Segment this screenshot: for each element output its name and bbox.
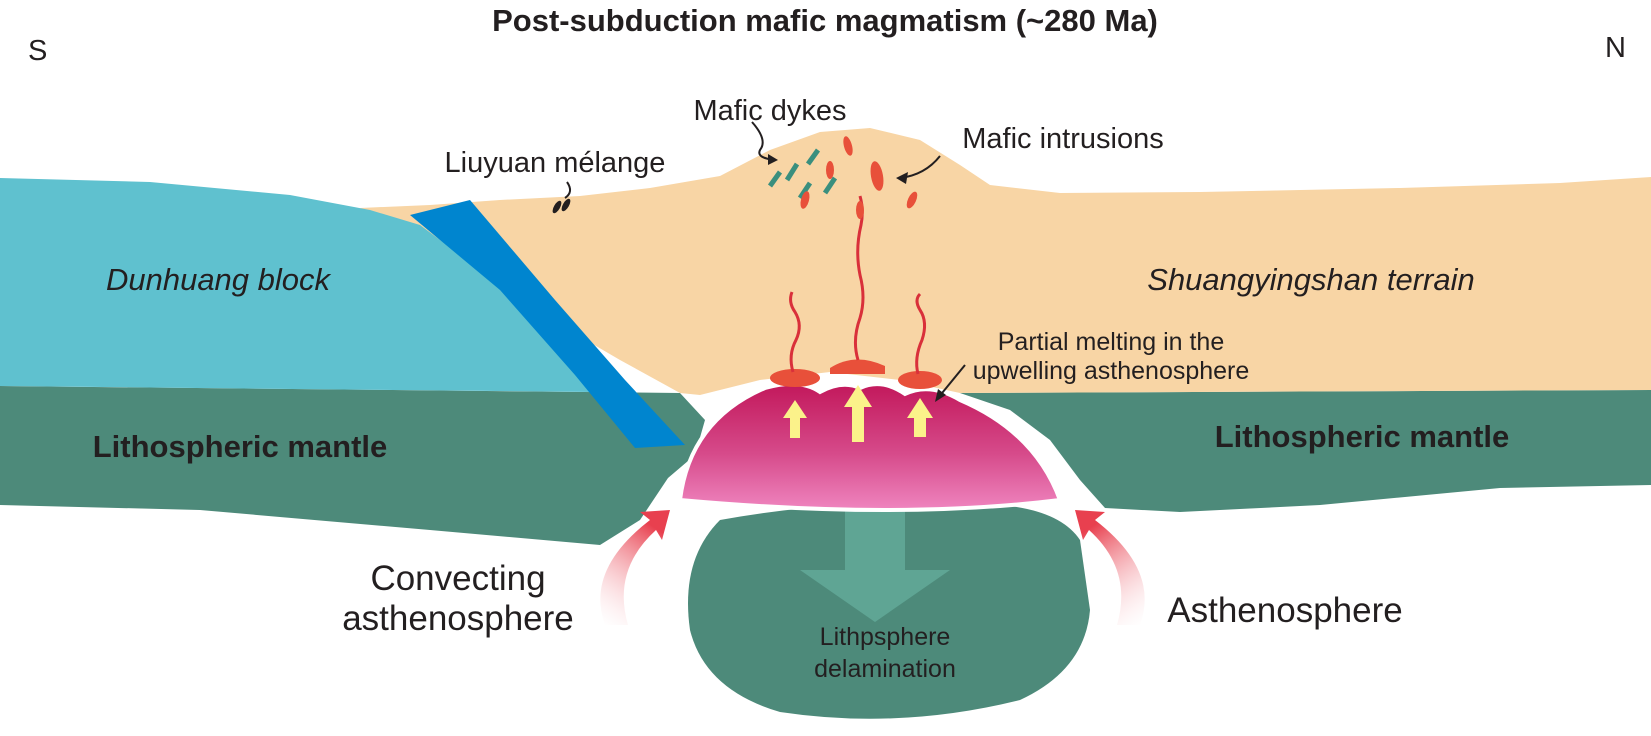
mafic-dykes-leader-arrowhead bbox=[768, 154, 778, 165]
melt-channel-left bbox=[789, 291, 801, 373]
melt-arrow-right bbox=[907, 398, 933, 437]
melt-pocket-center bbox=[830, 359, 885, 374]
label-dunhuang-block: Dunhuang block bbox=[106, 262, 332, 297]
shuangyingshan-terrain bbox=[360, 128, 1651, 395]
direction-south: S bbox=[28, 35, 47, 67]
melt-arrow-center bbox=[844, 385, 872, 442]
convection-arrow-right bbox=[1075, 510, 1145, 625]
lithospheric-mantle-right bbox=[960, 390, 1651, 512]
label-lithospheric-mantle-left: Lithospheric mantle bbox=[93, 429, 388, 464]
mafic-dykes bbox=[767, 148, 838, 200]
dunhuang-block bbox=[0, 178, 590, 392]
label-convecting-line2: asthenosphere bbox=[342, 599, 574, 638]
label-asthenosphere: Asthenosphere bbox=[1167, 591, 1402, 630]
mafic-dykes-leader bbox=[751, 121, 776, 161]
label-partial-melting-line1: Partial melting in the bbox=[998, 328, 1225, 356]
upwelling-asthenosphere bbox=[677, 381, 1063, 512]
mafic-intrusions-leader-arrowhead bbox=[896, 172, 908, 184]
label-lithospheric-mantle-right: Lithospheric mantle bbox=[1215, 419, 1510, 454]
liuyuan-melange-leader bbox=[564, 181, 571, 199]
label-mafic-intrusions: Mafic intrusions bbox=[962, 123, 1163, 155]
label-mafic-dykes: Mafic dykes bbox=[693, 95, 846, 127]
melt-pocket-left bbox=[770, 369, 820, 387]
melange-blobs bbox=[552, 198, 571, 214]
label-shuangyingshan-terrain: Shuangyingshan terrain bbox=[1147, 262, 1474, 297]
partial-melting-leader-arrowhead bbox=[935, 389, 946, 402]
melt-pocket-right bbox=[898, 371, 942, 389]
label-convecting-line1: Convecting bbox=[370, 559, 545, 598]
melt-channel-right bbox=[915, 292, 927, 375]
delamination-arrow bbox=[800, 508, 950, 622]
label-partial-melting-line2: upwelling asthenosphere bbox=[973, 357, 1250, 385]
direction-north: N bbox=[1605, 32, 1626, 64]
diagram-title: Post-subduction mafic magmatism (~280 Ma… bbox=[492, 3, 1158, 38]
lithospheric-mantle-left bbox=[0, 386, 705, 545]
subducted-slab bbox=[410, 200, 685, 448]
label-delamination-line1: Lithpsphere bbox=[820, 623, 951, 651]
label-delamination-line2: delamination bbox=[814, 655, 956, 683]
melt-arrow-left bbox=[783, 400, 807, 438]
convection-arrow-left bbox=[600, 510, 670, 625]
label-liuyuan-melange: Liuyuan mélange bbox=[445, 147, 666, 179]
mafic-intrusions bbox=[800, 136, 918, 219]
